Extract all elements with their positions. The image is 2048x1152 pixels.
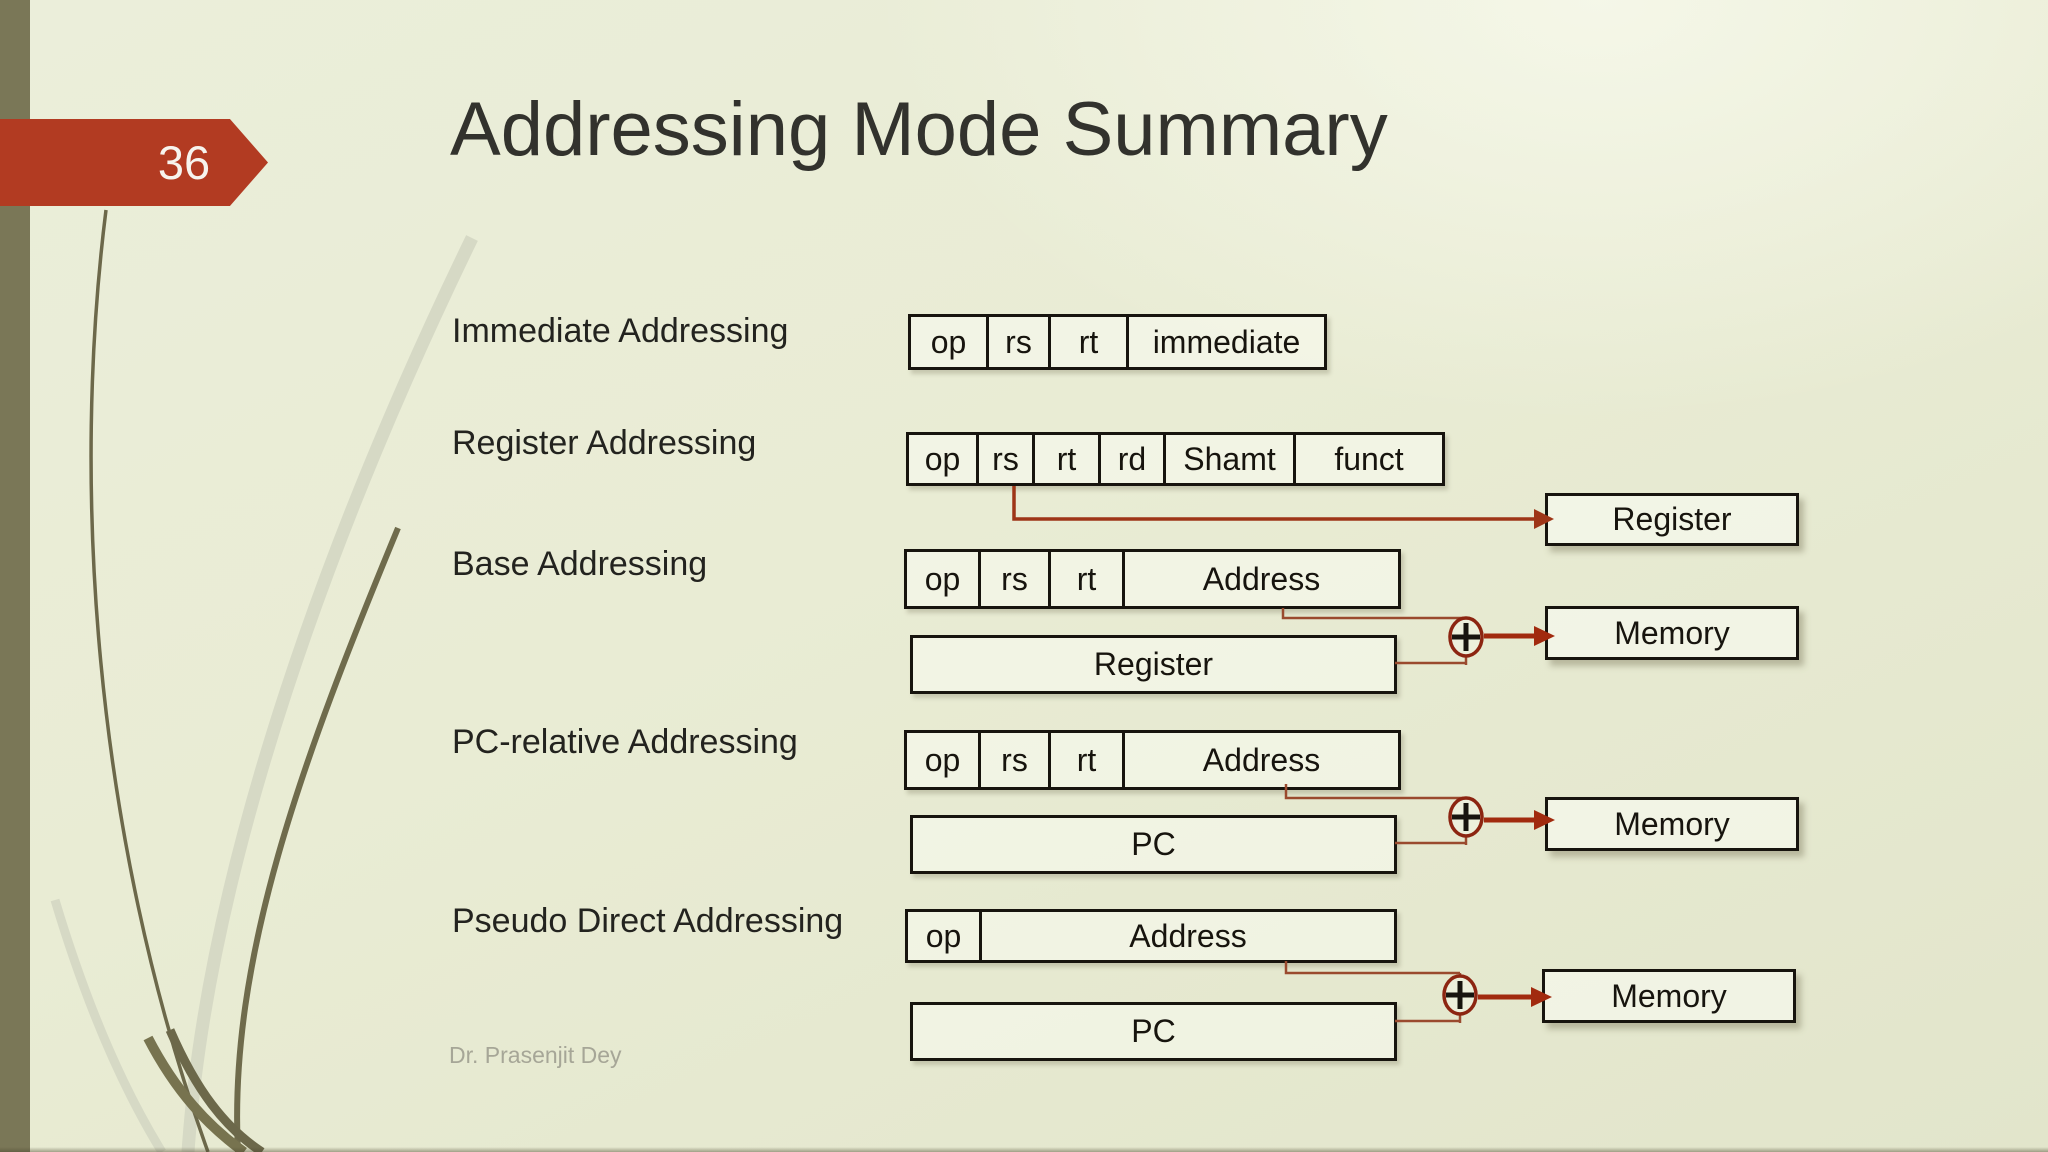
field-rt: rt <box>1051 317 1129 367</box>
field-op: op <box>909 435 979 483</box>
pc-source-box: PC <box>910 1002 1397 1061</box>
field-rt: rt <box>1051 552 1125 606</box>
field-rd: rd <box>1101 435 1166 483</box>
memory-target-box: Memory <box>1545 606 1799 660</box>
field-shamt: Shamt <box>1166 435 1296 483</box>
plus-adder-icon <box>1442 974 1478 1016</box>
register-target-box: Register <box>1545 493 1799 546</box>
page-number-banner: 36 <box>0 119 268 206</box>
field-rt: rt <box>1035 435 1101 483</box>
instruction-box-register: op rs rt rd Shamt funct <box>906 432 1445 486</box>
field-op: op <box>907 733 981 787</box>
field-rs: rs <box>989 317 1051 367</box>
field-rs: rs <box>979 435 1035 483</box>
instruction-box-pseudo-direct: op Address <box>905 909 1397 963</box>
label-register-addressing: Register Addressing <box>452 424 757 462</box>
label-pc-relative-addressing: PC-relative Addressing <box>452 723 798 761</box>
field-funct: funct <box>1334 440 1404 477</box>
instruction-box-base: op rs rt Address <box>904 549 1401 609</box>
arrow-rs-to-register <box>1012 486 1554 529</box>
pc-source-box: PC <box>910 815 1397 874</box>
plus-adder-icon <box>1448 796 1484 838</box>
field-immediate: immediate <box>1152 323 1301 360</box>
field-rt: rt <box>1051 733 1125 787</box>
author-footer: Dr. Prasenjit Dey <box>449 1042 622 1068</box>
instruction-box-immediate: op rs rt immediate <box>908 314 1327 370</box>
field-op: op <box>908 912 982 960</box>
field-rs: rs <box>981 552 1051 606</box>
memory-target-box: Memory <box>1545 797 1799 851</box>
field-address: Address <box>1202 560 1321 597</box>
memory-target-box: Memory <box>1542 969 1796 1023</box>
field-rs: rs <box>981 733 1051 787</box>
plus-adder-icon <box>1448 616 1484 658</box>
field-op: op <box>907 552 981 606</box>
label-immediate-addressing: Immediate Addressing <box>452 312 789 350</box>
field-op: op <box>911 317 989 367</box>
slide-bottom-shadow <box>0 1147 2048 1152</box>
register-source-box: Register <box>910 635 1397 694</box>
instruction-box-pc-relative: op rs rt Address <box>904 730 1401 790</box>
label-pseudo-direct-addressing: Pseudo Direct Addressing <box>452 902 844 940</box>
slide-title: Addressing Mode Summary <box>450 87 1388 172</box>
page-number: 36 <box>157 136 211 189</box>
field-address: Address <box>1129 917 1247 954</box>
field-address: Address <box>1202 741 1321 778</box>
label-base-addressing: Base Addressing <box>452 545 708 583</box>
